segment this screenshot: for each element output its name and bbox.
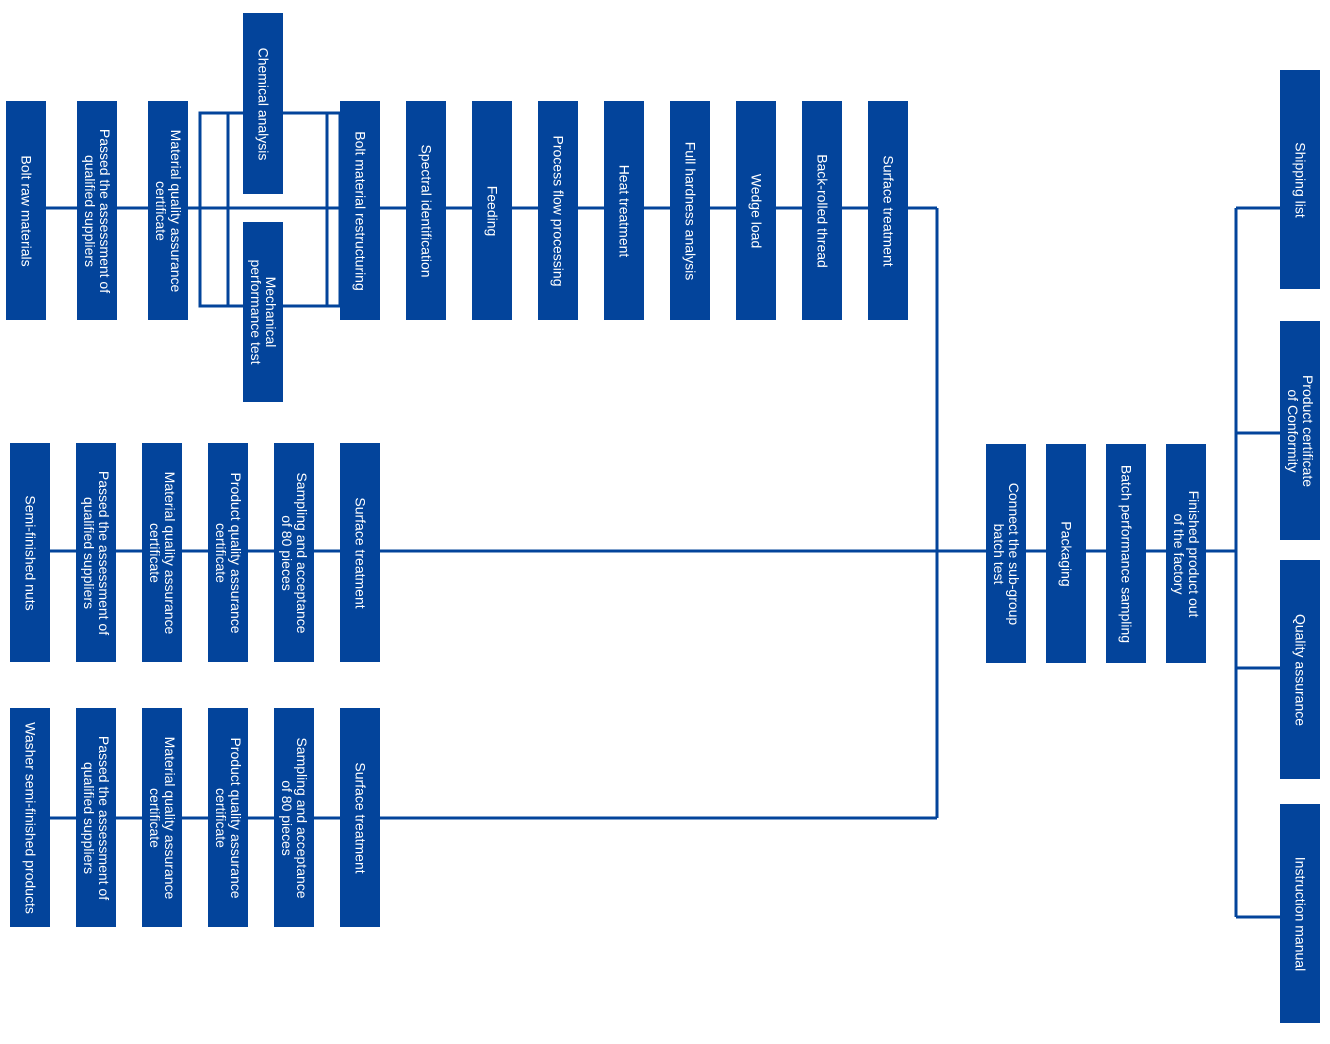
bolt-step-label: Spectral identification	[418, 143, 435, 278]
bolt-step-12: Surface treatment	[868, 101, 908, 320]
bolt-step-label: Wedge load	[748, 173, 765, 248]
washer-step-5: Sampling and acceptance of 80 pieces	[274, 708, 314, 927]
nut-step-label: Passed the assessment of qualified suppl…	[81, 470, 112, 635]
document-instruction-manual: Instruction manual	[1280, 804, 1320, 1023]
bolt-test-label: Chemical analysis	[255, 47, 272, 160]
washer-step-label: Washer semi-finished products	[22, 721, 39, 914]
final-step-3: Batch performance sampling	[1106, 444, 1146, 663]
bolt-test-mechanical: Mechanical performance test	[243, 222, 283, 402]
final-step-label: Batch performance sampling	[1118, 464, 1135, 643]
bolt-step-11: Back-rolled thread	[802, 101, 842, 320]
final-step-4: Finished product out of the factory	[1166, 444, 1206, 663]
bolt-step-label: Bolt raw materials	[18, 154, 35, 267]
washer-step-6: Surface treatment	[340, 708, 380, 927]
nut-step-label: Sampling and acceptance of 80 pieces	[279, 471, 310, 634]
washer-step-3: Material quality assurance certificate	[142, 708, 182, 927]
document-certificate-of-conformity: Product certificate of Conformity	[1280, 321, 1320, 540]
bolt-step-label: Surface treatment	[880, 154, 897, 267]
document-label: Product certificate of Conformity	[1285, 374, 1316, 487]
washer-step-4: Product quality assurance certificate	[208, 708, 248, 927]
bolt-step-2: Passed the assessment of qualified suppl…	[77, 101, 117, 320]
final-step-2: Packaging	[1046, 444, 1086, 663]
final-step-1: Connect the sub-group batch test	[986, 444, 1026, 663]
bolt-step-9: Full hardness analysis	[670, 101, 710, 320]
document-label: Shipping list	[1292, 141, 1309, 218]
document-label: Instruction manual	[1292, 856, 1309, 971]
bolt-step-label: Bolt material restructuring	[352, 130, 369, 291]
washer-step-label: Surface treatment	[352, 761, 369, 874]
document-label: Quality assurance	[1292, 613, 1309, 726]
nut-step-label: Semi-finished nuts	[22, 494, 39, 611]
nut-step-2: Passed the assessment of qualified suppl…	[76, 443, 116, 662]
final-step-label: Finished product out of the factory	[1171, 490, 1202, 617]
washer-step-label: Material quality assurance certificate	[147, 736, 178, 899]
bolt-step-label: Heat treatment	[616, 164, 633, 257]
nut-step-label: Material quality assurance certificate	[147, 471, 178, 634]
bolt-step-label: Feeding	[484, 185, 501, 236]
bolt-step-label: Back-rolled thread	[814, 153, 831, 268]
washer-step-2: Passed the assessment of qualified suppl…	[76, 708, 116, 927]
bolt-step-4: Bolt material restructuring	[340, 101, 380, 320]
nut-step-1: Semi-finished nuts	[10, 443, 50, 662]
bolt-test-chemical: Chemical analysis	[243, 13, 283, 194]
washer-step-label: Product quality assurance certificate	[213, 736, 244, 899]
final-step-label: Packaging	[1058, 520, 1075, 587]
bolt-step-1: Bolt raw materials	[6, 101, 46, 320]
washer-step-label: Sampling and acceptance of 80 pieces	[279, 736, 310, 899]
nut-step-6: Surface treatment	[340, 443, 380, 662]
document-shipping-list: Shipping list	[1280, 70, 1320, 289]
washer-step-label: Passed the assessment of qualified suppl…	[81, 735, 112, 900]
bolt-step-8: Heat treatment	[604, 101, 644, 320]
bolt-step-label: Process flow processing	[550, 135, 567, 286]
nut-step-3: Material quality assurance certificate	[142, 443, 182, 662]
document-quality-assurance: Quality assurance	[1280, 560, 1320, 779]
nut-step-label: Surface treatment	[352, 496, 369, 609]
nut-step-5: Sampling and acceptance of 80 pieces	[274, 443, 314, 662]
bolt-step-label: Material quality assurance certificate	[153, 129, 184, 292]
bolt-test-label: Mechanical performance test	[248, 259, 279, 365]
bolt-step-label: Passed the assessment of qualified suppl…	[82, 128, 113, 293]
washer-step-1: Washer semi-finished products	[10, 708, 50, 927]
bolt-step-6: Feeding	[472, 101, 512, 320]
bolt-step-label: Full hardness analysis	[682, 141, 699, 280]
bolt-step-3: Material quality assurance certificate	[148, 101, 188, 320]
bolt-step-10: Wedge load	[736, 101, 776, 320]
bolt-step-7: Process flow processing	[538, 101, 578, 320]
nut-step-4: Product quality assurance certificate	[208, 443, 248, 662]
final-step-label: Connect the sub-group batch test	[991, 482, 1022, 625]
bolt-step-5: Spectral identification	[406, 101, 446, 320]
nut-step-label: Product quality assurance certificate	[213, 471, 244, 634]
